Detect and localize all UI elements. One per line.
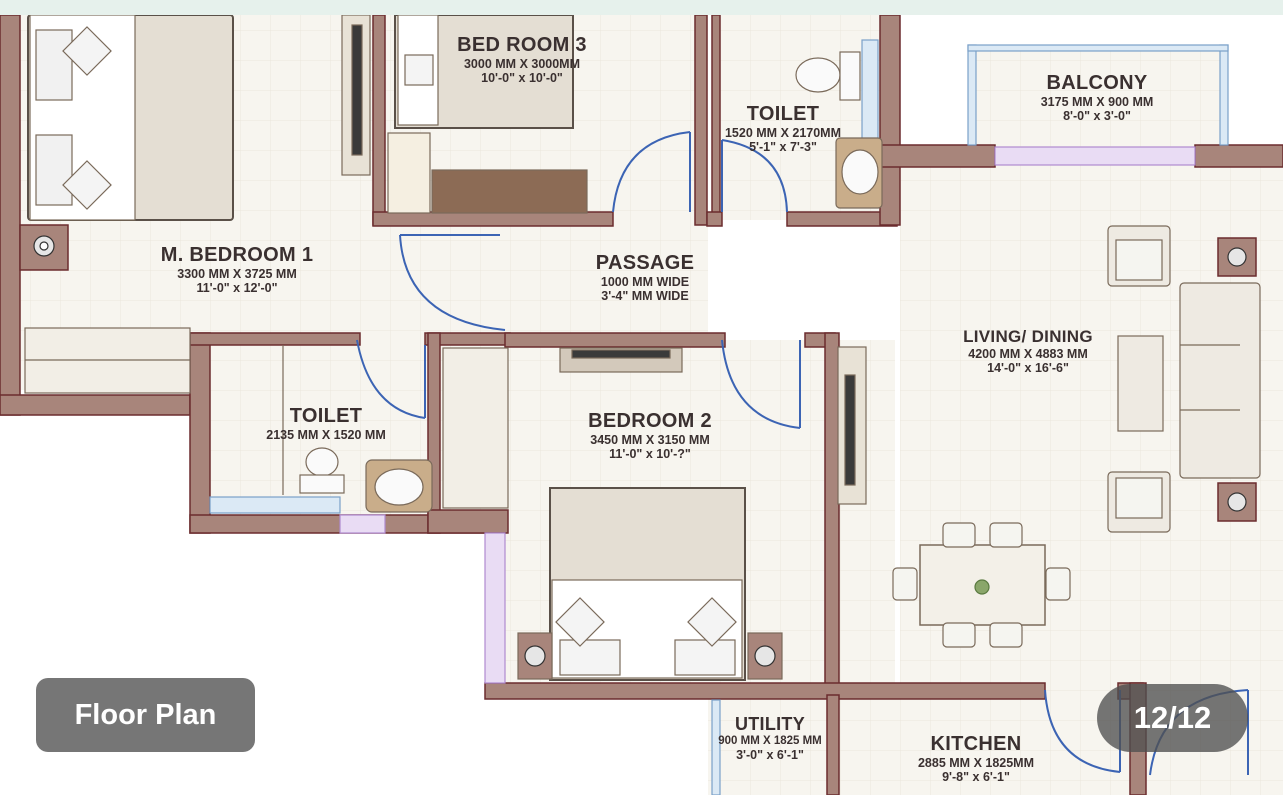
- room-name: KITCHEN: [930, 733, 1022, 755]
- room-dimension-ft: 11'-0" x 10'-?": [609, 447, 691, 462]
- room-name: LIVING/ DINING: [963, 327, 1093, 346]
- bottom-strip: [0, 795, 1283, 808]
- room-dimension-ft: 11'-0" x 12'-0": [196, 281, 278, 296]
- doors: [356, 131, 1249, 776]
- room-bedroom-2: BEDROOM 2 3450 MM X 3150 MM 11'-0" x 10'…: [588, 410, 712, 462]
- windows: [209, 39, 1229, 795]
- room-dimension-ft: 8'-0" x 3'-0": [1063, 109, 1131, 124]
- room-name: M. BEDROOM 1: [160, 244, 314, 266]
- image-counter-badge: 12/12: [1097, 684, 1248, 752]
- room-dimension-mm: 2885 MM X 1825MM: [917, 756, 1035, 770]
- room-dimension-mm: 3300 MM X 3725 MM: [177, 267, 297, 281]
- counter-text: 12/12: [1133, 700, 1212, 735]
- room-living-dining: LIVING/ DINING 4200 MM X 4883 MM 14'-0" …: [963, 327, 1093, 375]
- room-name: BED ROOM 3: [457, 34, 587, 56]
- room-dimension-ft: 3'-4" MM WIDE: [601, 289, 689, 304]
- room-dimension-ft: 9'-8" x 6'-1": [942, 770, 1010, 785]
- room-utility: UTILITY 900 MM X 1825 MM 3'-0" x 6'-1": [718, 714, 822, 762]
- room-dimension-mm: 4200 MM X 4883 MM: [968, 346, 1088, 361]
- room-name: BEDROOM 2: [588, 410, 712, 432]
- room-kitchen: KITCHEN 2885 MM X 1825MM 9'-8" x 6'-1": [918, 733, 1034, 785]
- top-strip: [0, 0, 1283, 15]
- walls: [0, 15, 1283, 795]
- floor-plan-caption-chip[interactable]: Floor Plan: [36, 678, 255, 752]
- room-dimension-ft: 10'-0" x 10'-0": [481, 71, 563, 86]
- room-dimension-mm: 3175 MM X 900 MM: [1040, 95, 1154, 109]
- room-toilet-top: TOILET 1520 MM X 2170MM 5'-1" x 7'-3": [725, 103, 841, 155]
- room-name: TOILET: [746, 103, 820, 125]
- room-passage: PASSAGE 1000 MM WIDE 3'-4" MM WIDE: [596, 252, 694, 304]
- room-dimension-mm: 3450 MM X 3150 MM: [590, 433, 710, 447]
- room-balcony: BALCONY 3175 MM X 900 MM 8'-0" x 3'-0": [1041, 72, 1154, 124]
- room-name: UTILITY: [734, 714, 806, 734]
- furniture: [24, 15, 1261, 681]
- room-bedroom-3: BED ROOM 3 3000 MM X 3000MM 10'-0" x 10'…: [457, 34, 587, 86]
- room-dimension-mm: 1520 MM X 2170MM: [724, 126, 842, 140]
- caption-label: Floor Plan: [74, 698, 217, 731]
- room-name: PASSAGE: [595, 252, 695, 274]
- room-dimension-ft: 3'-0" x 6'-1": [736, 747, 804, 762]
- room-dimension-mm: 1000 MM WIDE: [600, 275, 690, 289]
- room-name: BALCONY: [1046, 72, 1148, 94]
- room-dimension-mm: 3000 MM X 3000MM: [463, 57, 581, 71]
- room-name: TOILET: [289, 405, 363, 427]
- floor-plan: [0, 15, 1283, 795]
- room-dimension-ft: 5'-1" x 7'-3": [749, 140, 817, 155]
- room-master-bedroom: M. BEDROOM 1 3300 MM X 3725 MM 11'-0" x …: [161, 244, 314, 296]
- room-dimension-ft: 14'-0" x 16'-6": [987, 360, 1069, 375]
- room-dimension-mm: 2135 MM X 1520 MM: [266, 428, 386, 442]
- room-dimension-mm: 900 MM X 1825 MM: [718, 734, 822, 747]
- room-toilet-left: TOILET 2135 MM X 1520 MM: [266, 405, 386, 442]
